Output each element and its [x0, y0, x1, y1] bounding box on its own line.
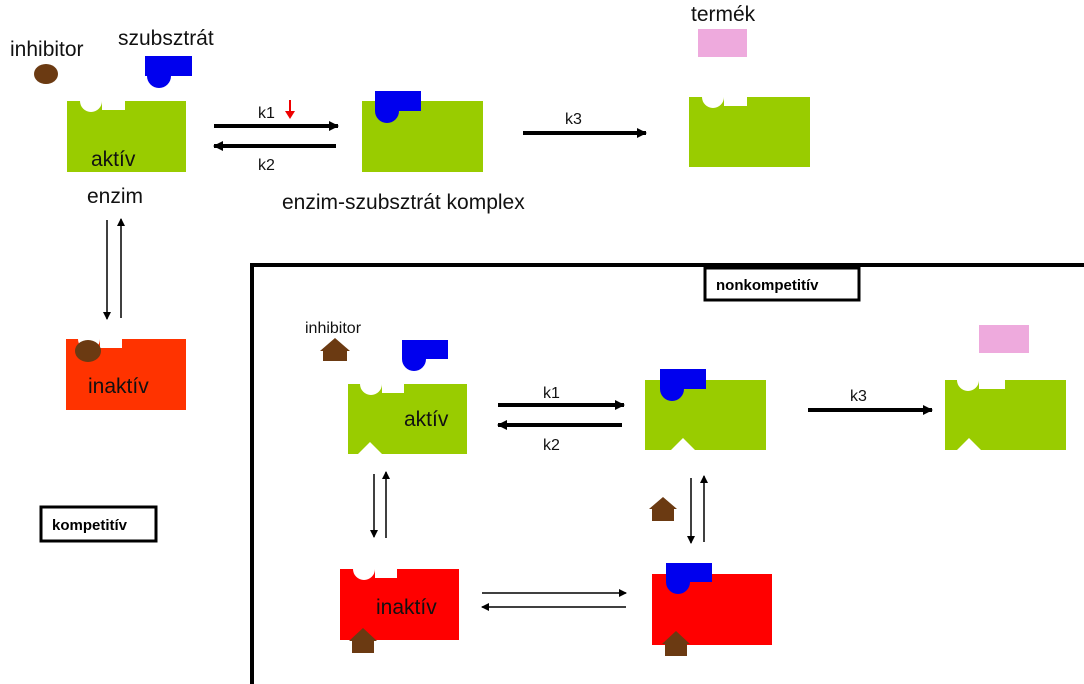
inhibitor-label-top: inhibitor [10, 38, 84, 61]
noncompetitive-label: nonkompetitív [716, 277, 819, 294]
bound-noncompetitive-inhibitor-icon-left [349, 628, 377, 653]
active-enzyme-label-bottom: aktív [404, 408, 449, 431]
competitive-label: kompetitív [52, 517, 128, 534]
noncompetitive-inhibitor-free-icon [649, 497, 677, 521]
active-enzyme-bottom [348, 384, 467, 454]
k2-label-top: k2 [258, 157, 275, 174]
product-icon-top [698, 29, 747, 57]
competitive-box [39, 505, 158, 543]
k1-label-bottom: k1 [543, 385, 560, 402]
es-complex-substrate-top [375, 91, 421, 123]
inactive-enzyme-label-top: inaktív [88, 375, 149, 398]
enzyme-after-reaction-bottom [945, 380, 1066, 450]
inactive-es-complex-substrate [666, 563, 712, 594]
noncompetitive-inhibitor-icon [320, 338, 350, 361]
k1-label-top: k1 [258, 105, 275, 122]
active-enzyme-top [67, 101, 186, 172]
substrate-icon-bottom [402, 340, 448, 371]
k1-red-marker-icon [285, 100, 295, 119]
product-label: termék [691, 3, 756, 26]
k2-label-bottom: k2 [543, 437, 560, 454]
noncompetitive-frame [250, 263, 1084, 684]
complex-label: enzim-szubsztrát komplex [282, 191, 525, 214]
competitive-inhibitor-icon [34, 64, 58, 84]
product-icon-bottom [979, 325, 1029, 353]
substrate-label: szubsztrát [118, 27, 214, 50]
noncompetitive-box [703, 266, 861, 302]
k3-label-bottom: k3 [850, 388, 867, 405]
substrate-icon [145, 56, 192, 88]
k3-label-top: k3 [565, 111, 582, 128]
es-complex-substrate-bottom [660, 369, 706, 401]
bound-noncompetitive-inhibitor-icon-right [662, 631, 690, 656]
inhibitor-label-bottom: inhibitor [305, 320, 362, 337]
bound-competitive-inhibitor-icon [75, 340, 101, 362]
active-enzyme-label-top: aktív [91, 148, 136, 171]
enzyme-label: enzim [87, 185, 143, 208]
inactive-enzyme-label-bottom: inaktív [376, 596, 437, 619]
inactive-enzyme-noncompetitive [340, 569, 459, 640]
enzyme-after-reaction-top [689, 97, 810, 167]
